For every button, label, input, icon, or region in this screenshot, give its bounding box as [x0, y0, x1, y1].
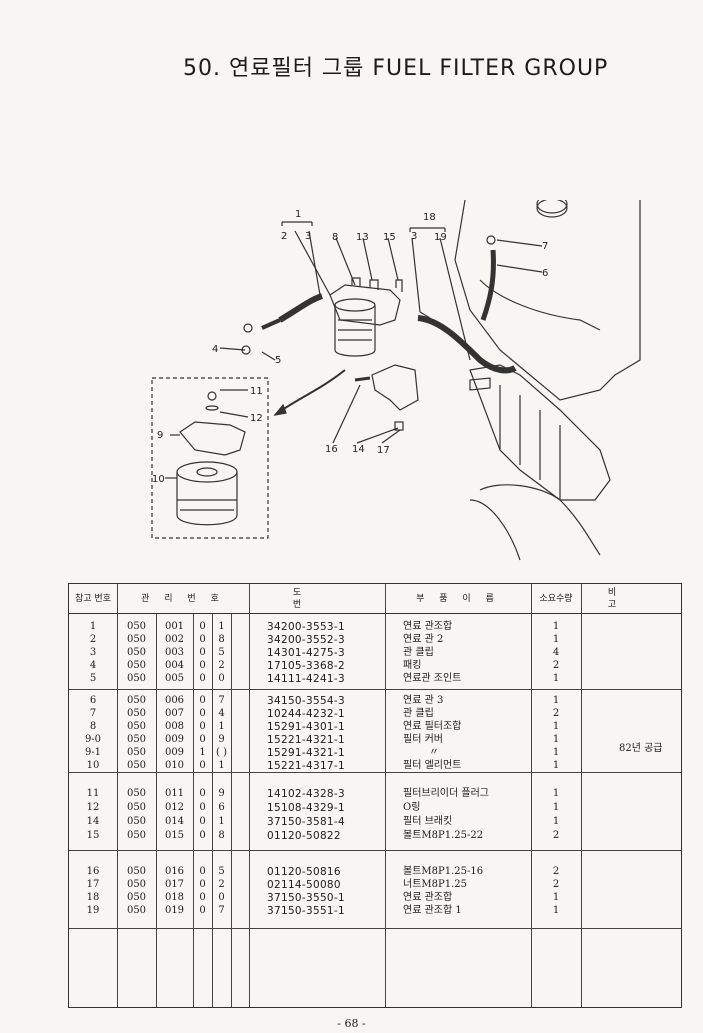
callout-label: 11: [250, 386, 263, 397]
callout-label: 4: [212, 344, 218, 355]
callout-label: 8: [332, 232, 338, 243]
header-ref-no: 참고 번호: [75, 594, 111, 604]
remark-note: 82년 공급: [619, 743, 663, 754]
header-part-name: 부 품 이 름: [416, 594, 500, 604]
engine-housing: [454, 200, 641, 401]
header-remark: 비 고: [607, 588, 657, 610]
callout-label: 3: [305, 231, 311, 242]
filler-cap: [536, 200, 568, 218]
callout-label: 13: [356, 232, 369, 243]
callout-label: 15: [383, 232, 396, 243]
callout-label: 18: [423, 212, 436, 223]
callout-label: 14: [352, 444, 365, 455]
callout-label: 2: [281, 231, 287, 242]
callout-label: 5: [275, 355, 281, 366]
callout-label: 3: [411, 231, 417, 242]
callout-label: 1: [295, 209, 301, 220]
callout-label: 17: [377, 445, 390, 456]
callout-label: 19: [434, 232, 447, 243]
filter-bracket: [371, 364, 419, 411]
fitting-7: [486, 235, 496, 245]
callout-label: 9: [157, 430, 163, 441]
fuel-filter-diagram: 1 2 3 8 13 15 18 3 19 7 6 4 5 11 12 9 10…: [151, 200, 641, 561]
header-mgmt-no: 관 리 번 호: [141, 594, 225, 604]
page-title: 50. 연료필터 그룹 FUEL FILTER GROUP: [183, 56, 609, 81]
header-qty: 소요수량: [539, 594, 573, 604]
filter-bowl: [334, 305, 376, 357]
detail-box: [151, 377, 269, 539]
callout-label: 6: [542, 268, 548, 279]
filter-head: [329, 284, 401, 326]
callout-label: 12: [250, 413, 263, 424]
parts-table: 참고 번호 관 리 번 호 도 번 부 품 이 름 소요수량 비 고 1 050…: [68, 583, 682, 1008]
table-header: 참고 번호 관 리 번 호 도 번 부 품 이 름 소요수량 비 고: [69, 584, 681, 614]
page-number: - 68 -: [337, 1017, 366, 1030]
callout-label: 10: [152, 474, 165, 485]
callout-label: 16: [325, 444, 338, 455]
header-part-no: 도 번: [292, 588, 342, 610]
callout-label: 7: [542, 241, 548, 252]
